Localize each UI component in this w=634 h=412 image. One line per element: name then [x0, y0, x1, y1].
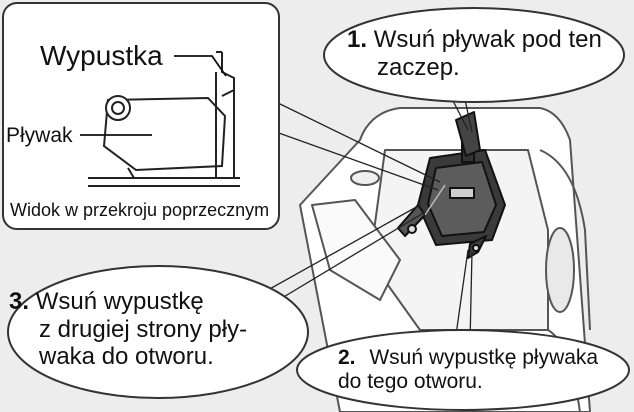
callout-1-line-1: Wsuń pływak pod ten — [373, 26, 602, 53]
callout-3-line-2: z drugiej strony pły- — [39, 315, 248, 343]
callout-3-number: 3. — [9, 288, 30, 315]
plywak-label: Pływak — [6, 124, 73, 147]
callout-3-line-1: Wsuń wypustkę — [35, 288, 204, 315]
callout-1-number: 1. — [347, 26, 368, 53]
callout-2-text: 2. Wsuń wypustkę pływaka do tego otworu. — [338, 346, 598, 394]
callout-bubble-3 — [7, 265, 309, 399]
callout-1-line-2: zaczep. — [377, 53, 460, 81]
callout-3-text: 3. Wsuń wypustkę z drugiej strony pły- w… — [9, 288, 247, 371]
wypustka-label: Wypustka — [40, 40, 163, 71]
callout-2-line-2: do tego otworu. — [338, 370, 483, 394]
callout-2-number: 2. — [338, 346, 356, 369]
callout-2-line-1: Wsuń wypustkę pływaka — [369, 346, 599, 369]
cross-section-caption: Widok w przekroju poprzecznym — [10, 200, 270, 220]
callout-bubble-1 — [323, 7, 625, 103]
cross-section-inset — [2, 2, 280, 230]
callout-3-line-3: waka do otworu. — [39, 343, 214, 371]
callout-bubble-2 — [296, 329, 630, 411]
callout-1-text: 1. Wsuń pływak pod ten zaczep. — [347, 26, 602, 81]
